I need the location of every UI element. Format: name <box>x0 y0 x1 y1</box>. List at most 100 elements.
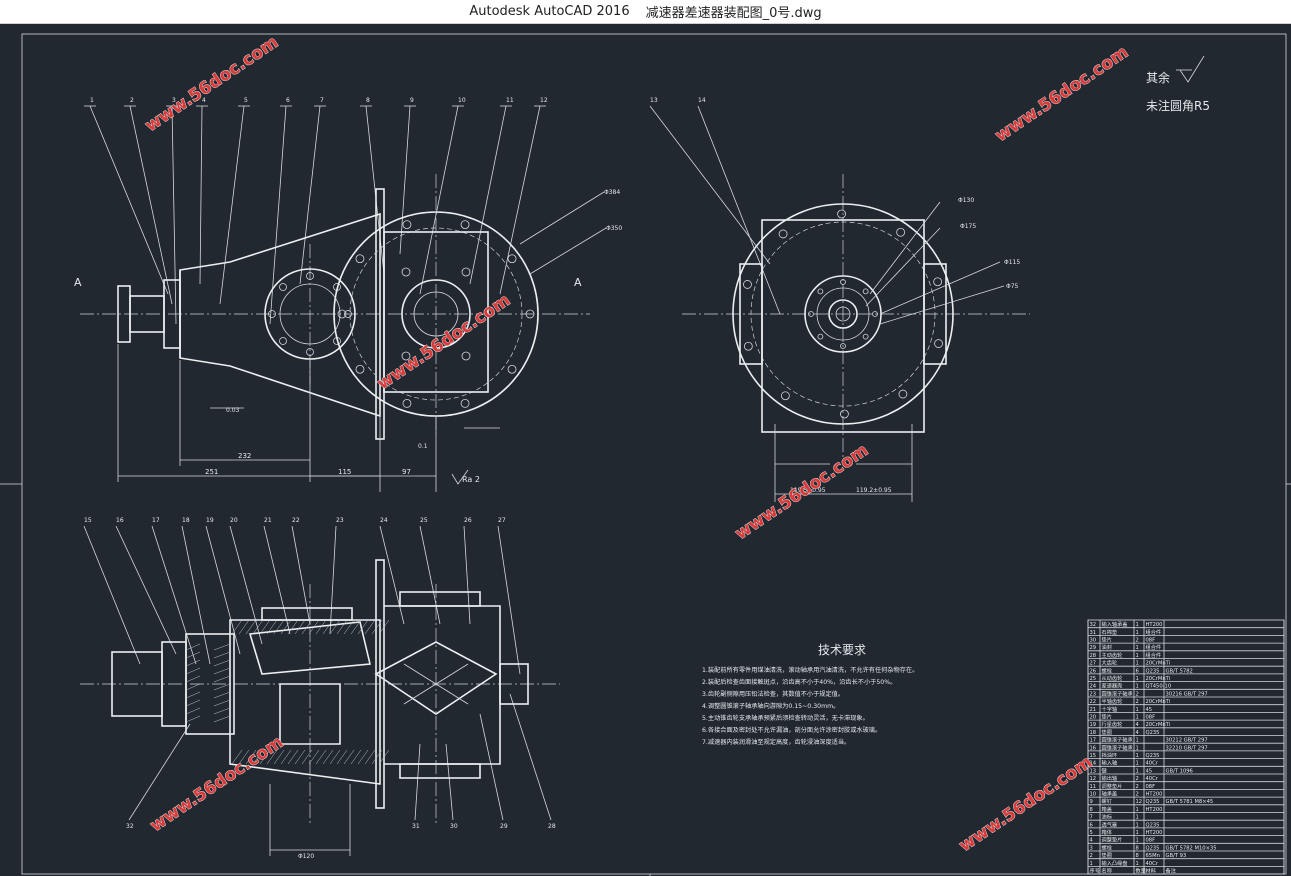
bom-cell: 2 <box>1136 792 1139 798</box>
bom-cell: 1 <box>1136 676 1139 682</box>
watermark-text: www.56doc.com <box>147 732 288 836</box>
bom-cell: 32210 GB/T 297 <box>1166 745 1208 751</box>
bom-cell: Q235 <box>1146 668 1160 674</box>
hatch-line <box>213 667 231 675</box>
hatch-line <box>213 659 231 667</box>
roughness-ra: Ra 2 <box>462 475 480 484</box>
hatch-line <box>213 643 231 651</box>
bom-cell: 08F <box>1146 784 1156 790</box>
hatch-line <box>315 619 327 635</box>
part-leader <box>171 105 177 325</box>
part-label-8: 8 <box>366 97 370 104</box>
bolt-hole <box>279 337 287 345</box>
part-leader <box>181 525 211 665</box>
dim-97: 97 <box>402 468 411 476</box>
part-leader <box>463 525 471 625</box>
tolerance-frame: 0.03 <box>226 407 240 414</box>
dim-232: 232 <box>238 452 251 460</box>
bom-cell: 25 <box>1090 676 1097 682</box>
hatch-line <box>213 675 231 683</box>
part-label-1: 1 <box>90 97 94 104</box>
bolt-hole <box>402 398 412 408</box>
part-leader <box>199 105 203 285</box>
bom-cell: 1 <box>1136 807 1139 813</box>
bom-cell: 1 <box>1136 838 1139 844</box>
part-leader <box>419 525 441 625</box>
bom-cell: 32 <box>1090 622 1097 628</box>
bolt-hole <box>507 364 517 374</box>
flatness-frame: 0.1 <box>418 443 428 450</box>
part-label-20: 20 <box>230 517 238 524</box>
hatch-line <box>185 643 201 651</box>
bom-cell: 20CrMnTi <box>1146 661 1171 667</box>
part-leader <box>151 525 197 665</box>
bom-cell: 4 <box>1136 722 1140 728</box>
bom-cell: 20CrMnTi <box>1146 699 1171 705</box>
hatch-line <box>378 619 390 635</box>
dia-350: Φ350 <box>606 225 622 232</box>
bom-cell: 石棉垫 <box>1102 628 1118 636</box>
bom-cell: 输入凸缘盘 <box>1102 859 1128 867</box>
bom-cell: 1 <box>1136 707 1139 713</box>
part-leader <box>419 105 459 295</box>
bom-cell: 垫片 <box>1102 713 1112 721</box>
part-label-10: 10 <box>458 97 466 104</box>
bolt-hole <box>355 254 365 264</box>
bolt-hole <box>279 283 287 291</box>
bom-cell: 箱体 <box>1102 828 1113 836</box>
bom-cell: 轴承盖 <box>1102 790 1118 798</box>
bolt-hole <box>743 341 753 351</box>
bom-cell: 40Cr <box>1146 861 1159 867</box>
hatch-line <box>336 749 348 765</box>
hatch-line <box>231 619 243 635</box>
bom-cell: 2 <box>1136 691 1139 697</box>
section-mark-a-left: A <box>74 276 82 289</box>
bolt-hole <box>780 391 790 401</box>
part-label-14: 14 <box>698 97 706 104</box>
hatch-line <box>322 619 334 635</box>
dim-119-2: 119.2±0.95 <box>856 487 892 494</box>
part-label-6: 6 <box>286 97 290 104</box>
hatch-line <box>273 619 285 635</box>
hatch-line <box>294 619 306 635</box>
bom-cell: 圆锥滚子轴承 <box>1102 689 1134 697</box>
hatch-line <box>185 715 201 723</box>
bom-cell: 1 <box>1136 768 1139 774</box>
bom-cell: 1 <box>1136 861 1139 867</box>
part-leader <box>219 105 245 305</box>
hatch-line <box>371 619 383 635</box>
bom-cell: 30 <box>1090 638 1097 644</box>
part-leader <box>497 525 521 675</box>
hatch-line <box>185 683 201 691</box>
bom-cell: GB/T 5782 M10×35 <box>1166 845 1217 851</box>
bom-cell: 6 <box>1136 668 1139 674</box>
bom-cell: 20CrMnTi <box>1146 722 1171 728</box>
bolt-hole <box>337 309 347 319</box>
bom-cell: 40Cr <box>1146 776 1159 782</box>
bom-cell: 组合件 <box>1146 643 1162 651</box>
hatch-line <box>357 619 369 635</box>
bom-cell: 1 <box>1136 738 1139 744</box>
bom-cell: 1 <box>1136 653 1139 659</box>
part-label-23: 23 <box>336 517 344 524</box>
bom-cell: 组合件 <box>1146 628 1162 636</box>
bom-cell: 22 <box>1090 699 1097 705</box>
bom-cell: 12 <box>1090 776 1097 782</box>
bom-cell: 1 <box>1136 661 1139 667</box>
fillet-note: 未注圆角R5 <box>1146 98 1210 113</box>
bolt-hole <box>896 227 906 237</box>
part-label-27: 27 <box>498 517 506 524</box>
part-label-4: 4 <box>202 97 206 104</box>
bolt-hole <box>862 288 869 295</box>
title-bar: Autodesk AutoCAD 2016 减速器差速器装配图_0号.dwg <box>0 0 1291 24</box>
bom-cell: 40Cr <box>1146 761 1159 767</box>
tech-requirements: 技术要求 1.装配前所有零件用煤油清洗，滚动轴承用汽油清洗，不允许有任何杂物存在… <box>702 643 918 746</box>
bolt-hole <box>837 209 846 219</box>
bolt-hole <box>344 310 352 318</box>
tech-line: 4.调整圆锥滚子轴承轴向游隙为0.15~0.30mm。 <box>702 702 839 710</box>
bom-cell: 2 <box>1136 638 1139 644</box>
bom-cell: 圆锥滚子轴承 <box>1102 736 1134 744</box>
